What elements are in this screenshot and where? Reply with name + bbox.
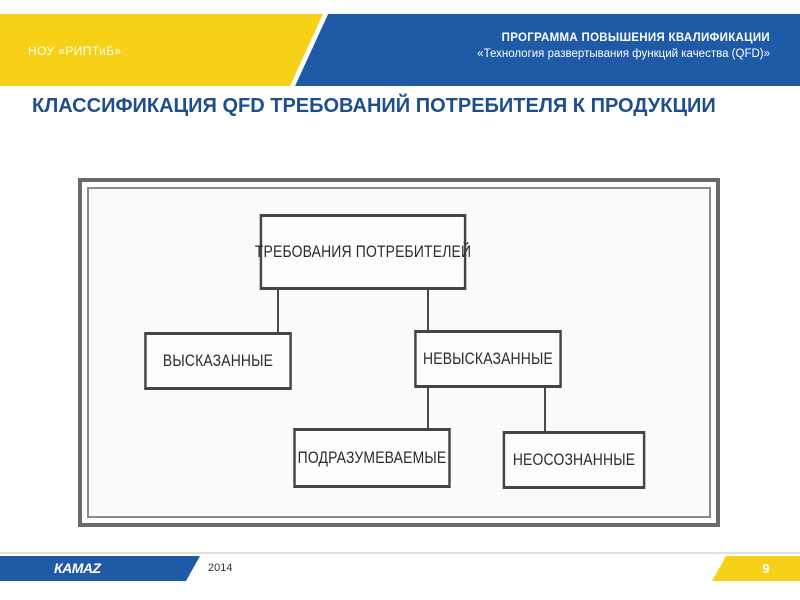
node-spoken: ВЫСКАЗАННЫЕ	[144, 332, 292, 390]
node-unspoken: НЕВЫСКАЗАННЫЕ	[414, 330, 562, 388]
footer-rule	[0, 552, 800, 554]
header-background	[0, 14, 800, 86]
node-spoken-label: ВЫСКАЗАННЫЕ	[162, 351, 274, 370]
node-customer-requirements-label: ТРЕБОВАНИЯ ПОТРЕБИТЕЛЕЙ	[254, 242, 472, 261]
node-implied-label: ПОДРАЗУМЕВАЕМЫЕ	[297, 448, 447, 467]
program-title: ПРОГРАММА ПОВЫШЕНИЯ КВАЛИФИКАЦИИ «Технол…	[350, 30, 770, 62]
organization-name: НОУ «РИПТиБ»	[28, 44, 122, 58]
header-blue-panel	[295, 14, 800, 86]
footer-year: 2014	[208, 562, 233, 574]
slide-title: КЛАССИФИКАЦИЯ QFD ТРЕБОВАНИЙ ПОТРЕБИТЕЛЯ…	[32, 95, 716, 117]
node-implied: ПОДРАЗУМЕВАЕМЫЕ	[293, 428, 451, 488]
program-title-line2: «Технология развертывания функций качест…	[477, 48, 770, 60]
header-yellow-panel	[0, 14, 325, 86]
node-unconscious-label: НЕОСОЗНАННЫЕ	[512, 450, 636, 469]
header-divider	[290, 14, 328, 86]
node-unspoken-label: НЕВЫСКАЗАННЫЕ	[423, 349, 553, 368]
page-number: 9	[762, 561, 770, 576]
node-unconscious: НЕОСОЗНАННЫЕ	[502, 431, 646, 489]
kamaz-logo: КАМАZ	[54, 560, 101, 576]
header-band	[0, 0, 800, 86]
footer-yellow-band	[712, 556, 800, 581]
node-customer-requirements: ТРЕБОВАНИЯ ПОТРЕБИТЕЛЕЙ	[255, 214, 471, 290]
footer-blue-band	[0, 556, 200, 581]
program-title-line1: ПРОГРАММА ПОВЫШЕНИЯ КВАЛИФИКАЦИИ	[501, 32, 770, 44]
